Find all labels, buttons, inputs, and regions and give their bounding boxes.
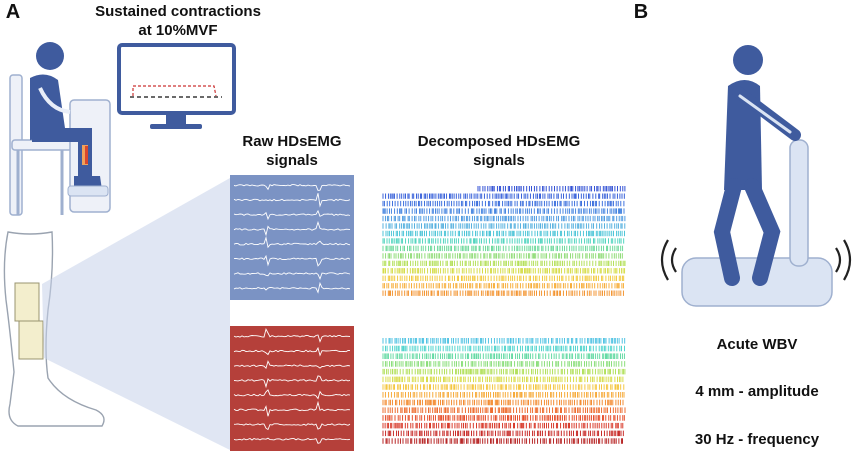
motor-unit-spike-train xyxy=(382,223,626,229)
motor-unit-spike-train xyxy=(382,345,625,352)
decomposed-title-line2: signals xyxy=(473,152,525,169)
raw-emg-trace xyxy=(233,220,351,237)
vibration-waves-right-icon xyxy=(835,239,852,281)
raw-emg-trace xyxy=(233,272,351,281)
raw-emg-trace xyxy=(233,281,351,294)
raw-emg-trace xyxy=(233,254,351,267)
monitor-icon xyxy=(117,43,236,129)
motor-unit-spike-train xyxy=(382,392,625,398)
motor-unit-spike-train xyxy=(382,361,626,367)
motor-unit-spike-train xyxy=(477,186,626,192)
motor-unit-spike-train xyxy=(382,399,624,406)
raw-emg-trace xyxy=(233,235,351,249)
motor-unit-spike-train xyxy=(382,407,626,413)
panel-label-b: B xyxy=(633,1,649,23)
motor-unit-spike-train xyxy=(382,376,624,383)
raw-emg-trace xyxy=(233,400,351,417)
motor-unit-spike-train xyxy=(382,422,624,429)
motor-unit-spike-train xyxy=(382,438,623,444)
wbv-title: Acute WBV xyxy=(716,336,798,353)
raw-emg-trace xyxy=(233,423,351,431)
raw-emg-trace xyxy=(233,193,351,208)
raw-emg-trace xyxy=(233,375,351,389)
decomposed-signals-title: Decomposed HDsEMG signals xyxy=(394,132,604,170)
raw-emg-trace xyxy=(233,346,351,357)
wbv-amplitude: 4 mm - amplitude xyxy=(695,383,819,400)
leg-illustration xyxy=(3,231,105,427)
motor-unit-spike-train xyxy=(382,353,625,359)
raw-signals-blue-box xyxy=(230,175,354,300)
monitor-title-line1: Sustained contractions xyxy=(95,3,261,20)
wbv-frequency: 30 Hz - frequency xyxy=(694,431,820,448)
monitor-title: Sustained contractions at 10%MVF xyxy=(78,2,278,40)
motor-unit-spike-train xyxy=(382,283,624,289)
motor-unit-spike-train xyxy=(382,215,626,222)
motor-unit-spike-train xyxy=(382,290,624,296)
raw-title-line2: signals xyxy=(266,152,318,169)
projection-beam xyxy=(42,178,230,450)
motor-unit-spike-train xyxy=(382,275,625,281)
raw-emg-trace xyxy=(233,360,351,370)
raw-emg-trace xyxy=(233,184,351,191)
vibration-waves-left-icon xyxy=(660,239,677,281)
motor-unit-spike-train xyxy=(382,415,625,421)
motor-unit-spike-train xyxy=(382,245,624,252)
motor-unit-spike-train xyxy=(382,268,626,274)
raw-emg-trace xyxy=(233,437,351,444)
motor-unit-spike-train xyxy=(382,260,626,266)
motor-unit-spike-train xyxy=(382,253,623,259)
decomposed-title-line1: Decomposed HDsEMG xyxy=(417,133,581,150)
panel-label-a: A xyxy=(5,1,21,23)
motor-unit-spike-train xyxy=(382,430,624,437)
raw-emg-trace xyxy=(233,389,351,400)
decomposed-raster-top xyxy=(382,186,626,296)
motor-unit-spike-train xyxy=(382,208,625,214)
motor-unit-spike-train xyxy=(382,200,625,207)
motor-unit-spike-train xyxy=(382,238,625,244)
raw-title-line1: Raw HDsEMG xyxy=(242,133,342,150)
monitor-title-line2: at 10%MVF xyxy=(138,22,218,39)
raw-signals-title: Raw HDsEMG signals xyxy=(222,132,362,170)
motor-unit-spike-train xyxy=(382,384,625,390)
decomposed-raster-bottom xyxy=(382,338,626,444)
raw-signals-red-box xyxy=(230,326,354,451)
motor-unit-spike-train xyxy=(382,193,625,199)
motor-unit-spike-train xyxy=(382,338,626,344)
wbv-subject-illustration xyxy=(681,45,833,307)
raw-emg-trace xyxy=(233,209,351,221)
raw-emg-trace xyxy=(233,327,351,343)
motor-unit-spike-train xyxy=(382,368,626,375)
seated-subject-illustration xyxy=(9,42,111,216)
motor-unit-spike-train xyxy=(382,230,625,237)
